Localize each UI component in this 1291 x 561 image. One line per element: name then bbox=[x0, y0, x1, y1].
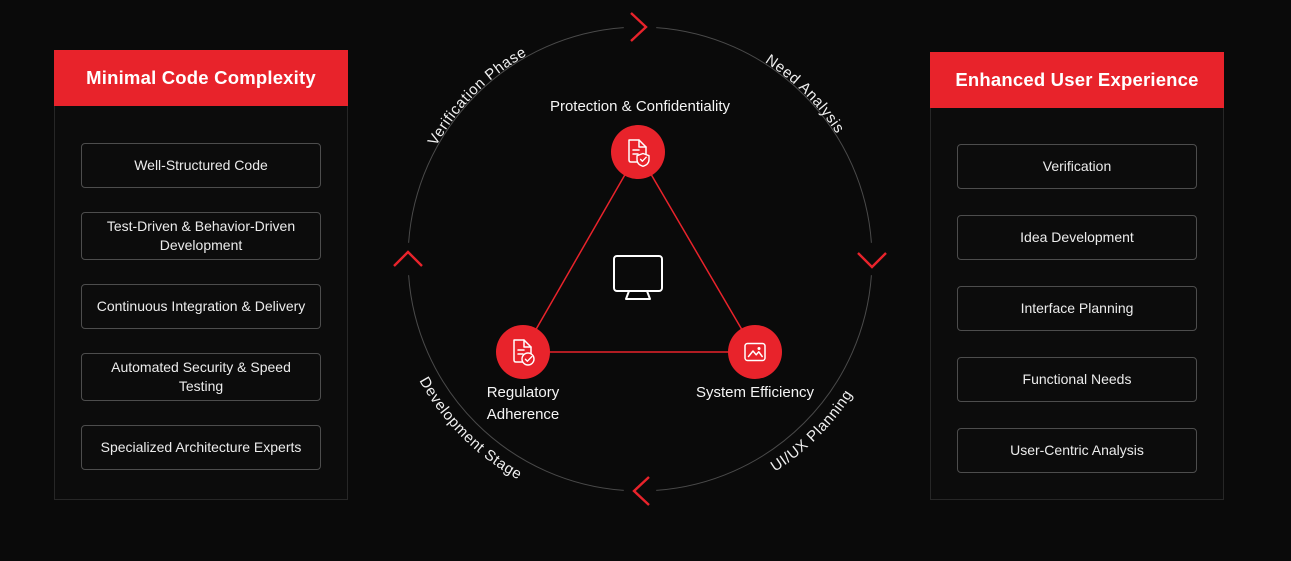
regulatory-node bbox=[496, 325, 550, 379]
right-panel-item: User-Centric Analysis bbox=[957, 428, 1197, 473]
right-panel: Enhanced User Experience Verification Id… bbox=[930, 52, 1224, 500]
left-panel-item: Test-Driven & Behavior-Driven Developmen… bbox=[81, 212, 321, 260]
right-panel-item: Idea Development bbox=[957, 215, 1197, 260]
efficiency-node bbox=[728, 325, 782, 379]
left-panel-title: Minimal Code Complexity bbox=[54, 50, 348, 106]
left-panel-item: Continuous Integration & Delivery bbox=[81, 283, 321, 329]
right-panel-item: Verification bbox=[957, 144, 1197, 189]
left-panel-item: Automated Security & Speed Testing bbox=[81, 352, 321, 401]
triangle-connector bbox=[521, 150, 757, 353]
right-panel-item: Functional Needs bbox=[957, 357, 1197, 402]
check-document-icon bbox=[513, 339, 535, 366]
left-panel-body: Well-Structured Code Test-Driven & Behav… bbox=[55, 106, 347, 470]
cycle-circle bbox=[408, 27, 872, 491]
left-panel-item: Well-Structured Code bbox=[81, 143, 321, 188]
shield-document-icon bbox=[628, 139, 650, 167]
arrow-top-icon bbox=[630, 12, 648, 42]
right-panel-body: Verification Idea Development Interface … bbox=[931, 108, 1223, 473]
arrow-bottom-icon bbox=[632, 476, 650, 506]
right-panel-title: Enhanced User Experience bbox=[930, 52, 1224, 108]
monitor-icon bbox=[613, 255, 663, 300]
arrow-right-icon bbox=[857, 252, 887, 269]
regulatory-label: Regulatory Adherence bbox=[486, 384, 560, 423]
left-panel: Minimal Code Complexity Well-Structured … bbox=[54, 50, 348, 500]
arrow-left-icon bbox=[393, 250, 423, 267]
svg-text:Need Analysis: Need Analysis bbox=[762, 51, 847, 136]
protection-label: Protection & Confidentiality bbox=[549, 98, 731, 115]
protection-node bbox=[611, 125, 665, 179]
phase-label-need-analysis: Need Analysis bbox=[762, 51, 847, 136]
system-efficiency-icon bbox=[744, 342, 766, 362]
left-panel-item: Specialized Architecture Experts bbox=[81, 424, 321, 470]
cycle-arrows bbox=[393, 12, 887, 506]
right-panel-item: Interface Planning bbox=[957, 286, 1197, 331]
efficiency-label: System Efficiency bbox=[695, 384, 815, 401]
